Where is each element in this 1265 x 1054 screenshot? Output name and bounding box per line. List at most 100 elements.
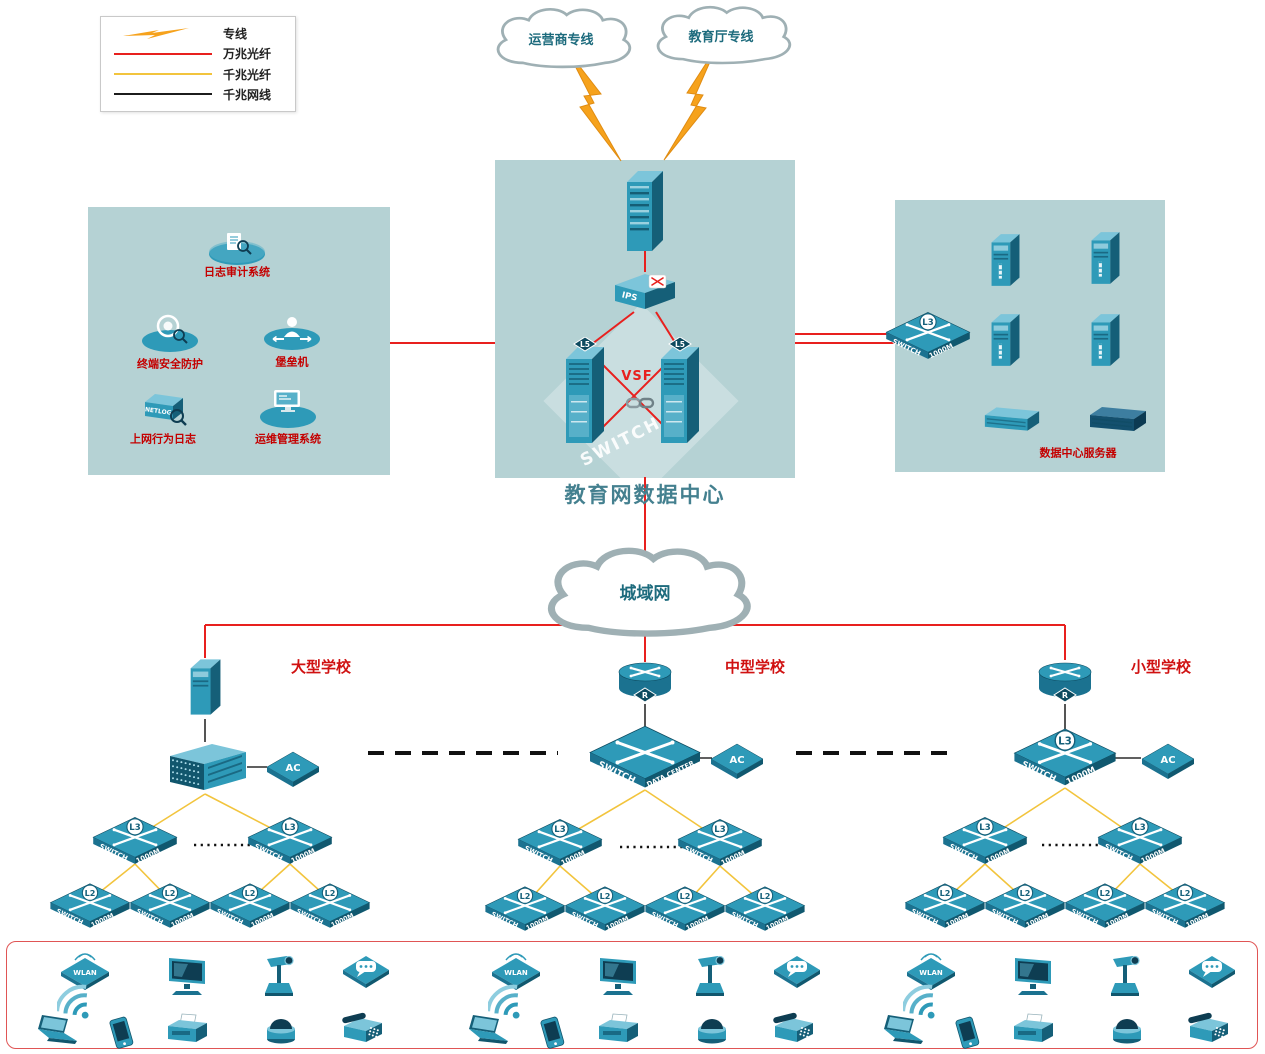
svg-text:L3: L3	[922, 318, 933, 328]
svg-text:L5: L5	[580, 340, 590, 349]
lightning-links	[566, 47, 717, 162]
dome-camera[interactable]	[1107, 1012, 1147, 1048]
svg-text:L3: L3	[1134, 823, 1145, 833]
core-firewall[interactable]	[623, 166, 667, 254]
security-item-label: 上网行为日志	[130, 432, 196, 446]
svg-text:L3: L3	[129, 823, 140, 833]
carrier-cloud[interactable]: 运营商专线	[485, 6, 637, 70]
dome-camera[interactable]	[261, 1012, 301, 1048]
medium-school-ac[interactable]: AC	[708, 735, 766, 781]
datacenter-server[interactable]	[988, 230, 1022, 290]
svg-text:L3: L3	[1058, 735, 1072, 747]
desktop-monitor[interactable]	[164, 955, 210, 997]
desktop-monitor[interactable]	[1010, 955, 1056, 997]
ips-device[interactable]: IPS	[609, 269, 681, 317]
rack-server[interactable]	[981, 403, 1043, 437]
man-cloud[interactable]: 城域网	[532, 546, 758, 638]
svg-text:L3: L3	[979, 823, 990, 833]
telephone[interactable]	[1184, 1012, 1232, 1048]
printer[interactable]	[594, 1012, 642, 1048]
cloud-label: 教育厅专线	[688, 30, 754, 45]
ptz-camera[interactable]	[261, 951, 301, 999]
wifi-signal[interactable]	[55, 983, 103, 1025]
voice-chat[interactable]	[771, 953, 823, 991]
smartphone[interactable]	[108, 1015, 136, 1051]
svg-text:L2: L2	[1100, 888, 1111, 898]
ops-management-icon[interactable]	[256, 385, 320, 429]
printer[interactable]	[1009, 1012, 1057, 1048]
svg-text:L3: L3	[284, 823, 295, 833]
legend-label: 千兆网线	[223, 87, 272, 102]
datacenter-server[interactable]	[988, 310, 1022, 370]
svg-text:L2: L2	[85, 888, 96, 898]
ptz-camera[interactable]	[692, 951, 732, 999]
telephone[interactable]	[769, 1012, 817, 1048]
school-label-large: 大型学校	[290, 658, 352, 676]
wifi-signal[interactable]	[486, 983, 534, 1025]
legend-label: 万兆光纤	[223, 47, 272, 62]
medium-school-router[interactable]: R	[615, 658, 675, 706]
large-school-core-switch[interactable]	[160, 740, 250, 796]
laptop[interactable]	[879, 1013, 927, 1047]
dome-camera[interactable]	[692, 1012, 732, 1048]
netlog-icon[interactable]: NETLOG	[131, 388, 195, 432]
wlan-ap[interactable]: WLAN	[489, 948, 543, 992]
svg-text:AC: AC	[729, 755, 744, 766]
svg-text:WLAN: WLAN	[73, 969, 97, 977]
wifi-signal[interactable]	[901, 983, 949, 1025]
datacenter-server[interactable]	[1088, 228, 1122, 288]
laptop[interactable]	[33, 1013, 81, 1047]
rack-server[interactable]	[1083, 403, 1153, 437]
svg-text:L2: L2	[1180, 888, 1191, 898]
telephone[interactable]	[338, 1012, 386, 1048]
line-swatch	[111, 93, 215, 96]
laptop[interactable]	[464, 1013, 512, 1047]
cat-1g-links	[204, 704, 1141, 768]
small-school-ac[interactable]: AC	[1139, 735, 1197, 781]
endpoint-protection-icon[interactable]	[138, 310, 202, 354]
printer[interactable]	[163, 1012, 211, 1048]
smartphone[interactable]	[954, 1015, 982, 1051]
svg-text:L3: L3	[714, 825, 725, 835]
legend: 专线万兆光纤千兆光纤千兆网线	[100, 16, 296, 112]
svg-text:L2: L2	[165, 888, 176, 898]
core-switch-left[interactable]: L5	[561, 336, 609, 447]
wlan-ap[interactable]: WLAN	[58, 948, 112, 992]
core-switch-right[interactable]: L5	[656, 336, 704, 447]
small-school-router[interactable]: R	[1035, 658, 1095, 706]
log-audit-icon[interactable]	[205, 227, 269, 267]
desktop-monitor[interactable]	[595, 955, 641, 997]
education-cloud[interactable]: 教育厅专线	[645, 4, 797, 66]
ptz-camera[interactable]	[1107, 951, 1147, 999]
bastion-host-icon[interactable]	[260, 311, 324, 353]
voice-chat[interactable]	[1186, 953, 1238, 991]
datacenter-server[interactable]	[1088, 310, 1122, 370]
smartphone[interactable]	[539, 1015, 567, 1051]
l3-cluster-dots	[194, 843, 1100, 849]
voice-chat[interactable]	[340, 953, 392, 991]
large-school-core-server[interactable]	[186, 655, 224, 719]
large-school-ac[interactable]: AC	[264, 743, 322, 789]
